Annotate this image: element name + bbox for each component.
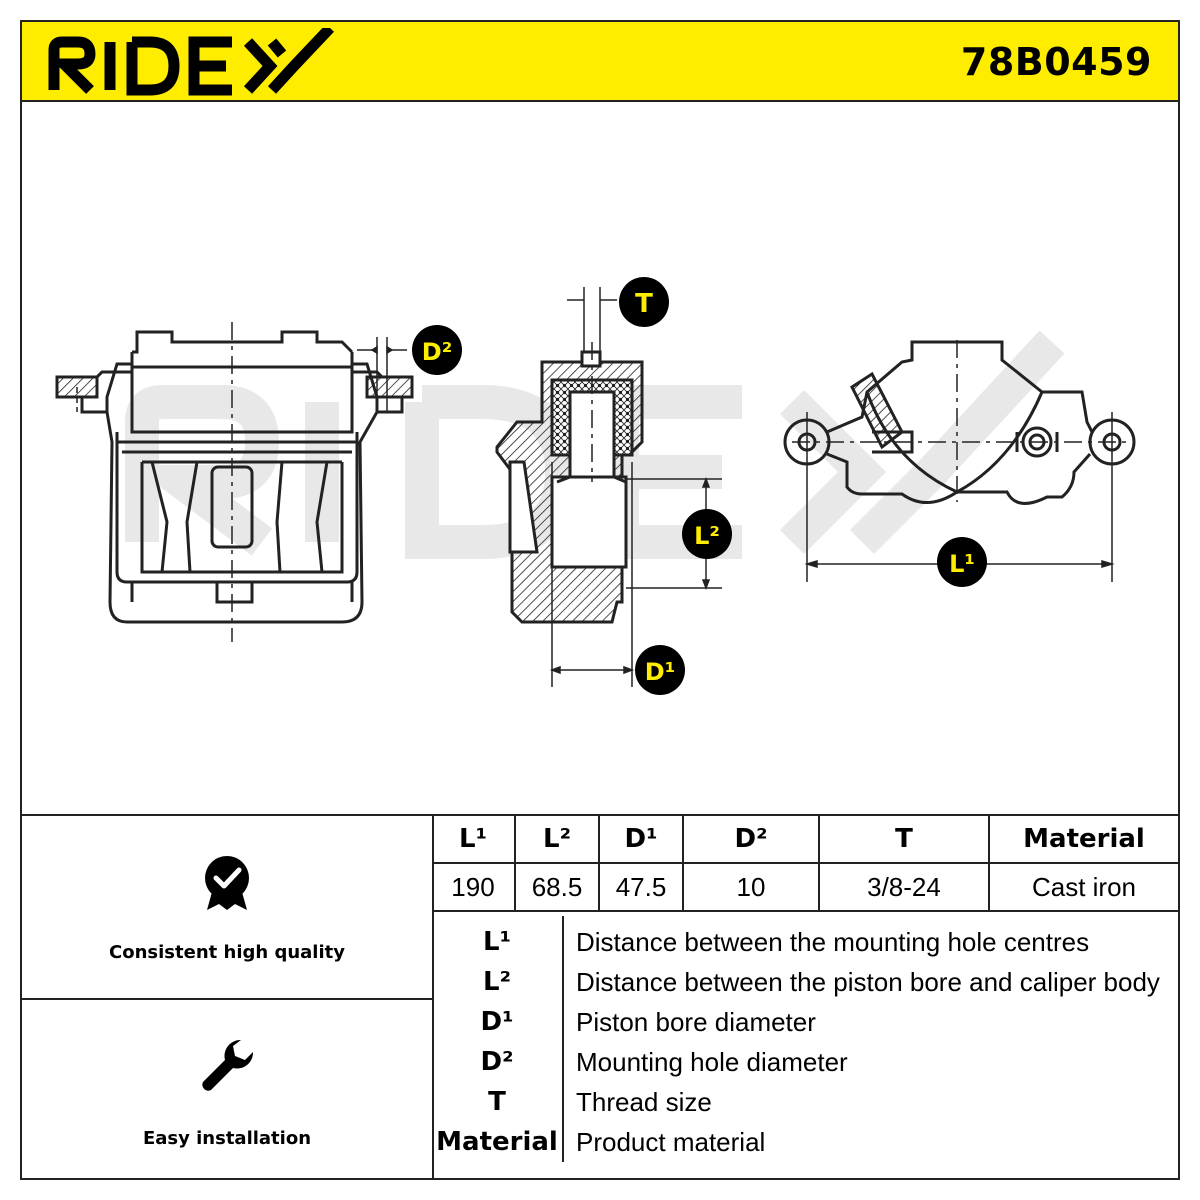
feature-quality: Consistent high quality: [22, 816, 432, 1000]
feature-installation: Easy installation: [22, 1000, 432, 1180]
legend-description: Piston bore diameter: [576, 1006, 816, 1037]
datasheet-frame: 78B0459: [20, 20, 1180, 1180]
legend-row: L¹ Distance between the mounting hole ce…: [432, 916, 1178, 962]
spec-value-cell: 47.5: [598, 862, 684, 912]
legend-description: Distance between the mounting hole centr…: [576, 926, 1090, 957]
svg-text:L¹: L¹: [949, 550, 975, 578]
technical-drawing: T D² L² D¹ L¹: [55, 277, 1136, 695]
svg-text:T: T: [635, 289, 653, 319]
header-bar: 78B0459: [22, 22, 1178, 102]
spec-header-cell: L¹: [432, 816, 516, 864]
quality-badge-icon: [205, 856, 249, 910]
badge-l1: L¹: [937, 537, 987, 587]
legend-row: T Thread size: [432, 1082, 1178, 1122]
legend-key: L¹: [432, 916, 564, 962]
badge-d2: D²: [412, 325, 462, 375]
spec-value-cell: 68.5: [514, 862, 600, 912]
legend-key: Material: [432, 1122, 564, 1162]
badge-l2: L²: [682, 509, 732, 559]
legend-description: Thread size: [576, 1086, 712, 1117]
spec-header-cell: D¹: [598, 816, 684, 864]
legend-key: D¹: [432, 1002, 564, 1042]
spec-value-row: 190 68.5 47.5 10 3/8-24 Cast iron: [432, 862, 1178, 912]
svg-text:D¹: D¹: [645, 658, 675, 686]
legend-row: Material Product material: [432, 1122, 1178, 1162]
legend-key: L²: [432, 962, 564, 1002]
legend-description: Product material: [576, 1126, 766, 1157]
badge-d1: D¹: [635, 645, 685, 695]
spec-header-cell: L²: [514, 816, 600, 864]
legend-key: T: [432, 1082, 564, 1122]
spec-header-row: L¹ L² D¹ D² T Material: [432, 816, 1178, 864]
spec-header-cell: D²: [682, 816, 820, 864]
svg-text:D²: D²: [422, 338, 452, 366]
specs-section: Consistent high quality Easy installatio…: [22, 814, 1178, 1180]
legend-row: D¹ Piston bore diameter: [432, 1002, 1178, 1042]
feature-label: Consistent high quality: [109, 942, 345, 963]
badge-t: T: [619, 277, 669, 327]
legend-key: D²: [432, 1042, 564, 1082]
spec-value-cell: 10: [682, 862, 820, 912]
section-view-dimensions: [549, 287, 722, 687]
caliper-front-view: [55, 330, 414, 624]
spec-header-cell: T: [818, 816, 990, 864]
legend-row: L² Distance between the piston bore and …: [432, 962, 1178, 1002]
spec-value-cell: Cast iron: [988, 862, 1178, 912]
wrench-icon: [202, 1039, 254, 1091]
spec-value-cell: 190: [432, 862, 516, 912]
part-number: 78B0459: [960, 40, 1152, 84]
spec-header-cell: Material: [988, 816, 1178, 864]
feature-label: Easy installation: [142, 1128, 312, 1149]
features-panel: Consistent high quality Easy installatio…: [22, 816, 434, 1180]
svg-text:L²: L²: [694, 522, 720, 550]
ridex-logo: [48, 28, 334, 96]
spec-table: L¹ L² D¹ D² T Material 190 68.5 47.5 10 …: [432, 816, 1178, 912]
legend-table: L¹ Distance between the mounting hole ce…: [432, 916, 1178, 1162]
spec-value-cell: 3/8-24: [818, 862, 990, 912]
legend-description: Distance between the piston bore and cal…: [576, 966, 1160, 997]
legend-row: D² Mounting hole diameter: [432, 1042, 1178, 1082]
front-view-centerlines: [76, 322, 407, 642]
legend-description: Mounting hole diameter: [576, 1046, 848, 1077]
